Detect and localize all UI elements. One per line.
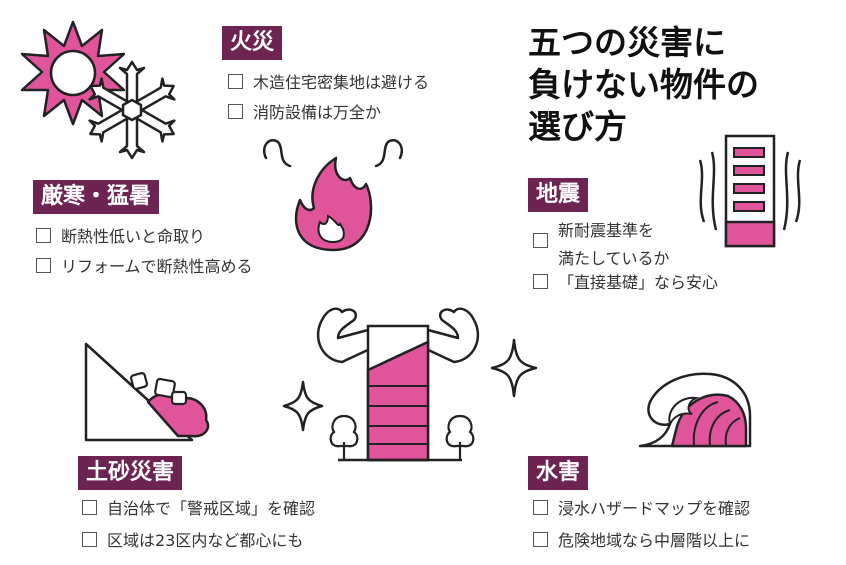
checkbox-icon	[533, 274, 548, 289]
sun-icon	[20, 20, 126, 126]
snowflake-icon	[88, 60, 176, 160]
climate-heading: 厳寒・猛暑	[33, 180, 160, 214]
sparkle-icon	[490, 338, 538, 398]
checkbox-icon	[36, 228, 51, 243]
quake-heading: 地震	[528, 178, 589, 212]
title-line-3: 選び方	[528, 107, 627, 146]
climate-check-2-label: リフォームで断熱性高める	[61, 257, 253, 276]
landslide-check-1-label: 自治体で「警戒区域」を確認	[107, 499, 316, 518]
checkbox-icon	[228, 104, 243, 119]
flood-check-1-label: 浸水ハザードマップを確認	[558, 499, 751, 518]
quake-check-2: 「直接基礎」なら安心	[533, 272, 718, 294]
title-line-2: 負けない物件の	[528, 65, 759, 104]
fire-heading: 火災	[222, 26, 283, 60]
climate-check-2: リフォームで断熱性高める	[36, 256, 253, 278]
quake-check-1-label-2: 満たしているか	[558, 249, 670, 268]
flood-check-1: 浸水ハザードマップを確認	[533, 498, 750, 520]
landslide-heading: 土砂災害	[78, 456, 183, 490]
landslide-icon	[84, 342, 210, 442]
fire-check-2: 消防設備は万全か	[228, 102, 381, 124]
landslide-check-1: 自治体で「警戒区域」を確認	[82, 498, 315, 520]
checkbox-icon	[82, 500, 97, 515]
wave-icon	[638, 372, 752, 448]
fire-check-1-label: 木造住宅密集地は避ける	[253, 73, 430, 92]
flood-heading: 水害	[528, 456, 589, 490]
shaking-building-icon	[698, 134, 802, 248]
checkbox-icon	[36, 258, 51, 273]
fire-check-2-label: 消防設備は万全か	[253, 103, 382, 122]
quake-check-1: 新耐震基準を満たしているか	[533, 220, 670, 270]
climate-check-1: 断熱性低いと命取り	[36, 226, 205, 248]
quake-check-2-label: 「直接基礎」なら安心	[558, 273, 719, 292]
title-line-1: 五つの災害に	[528, 23, 726, 62]
landslide-check-2: 区域は23区内など都心にも	[82, 530, 303, 552]
flame-icon	[262, 139, 404, 252]
checkbox-icon	[533, 532, 548, 547]
climate-check-1-label: 断熱性低いと命取り	[61, 227, 206, 246]
checkbox-icon	[533, 500, 548, 515]
checkbox-icon	[82, 532, 97, 547]
flood-check-2-label: 危険地域なら中層階以上に	[558, 531, 751, 550]
quake-check-1-label-1: 新耐震基準を	[558, 221, 655, 240]
landslide-check-2-label: 区域は23区内など都心にも	[107, 531, 304, 550]
strong-building-icon	[316, 307, 480, 462]
tree-icon	[445, 414, 475, 460]
checkbox-icon	[533, 233, 548, 248]
tree-icon	[329, 414, 359, 460]
checkbox-icon	[228, 74, 243, 89]
sparkle-icon	[282, 380, 324, 432]
flood-check-2: 危険地域なら中層階以上に	[533, 530, 750, 552]
page-title: 五つの災害に 負けない物件の 選び方	[528, 22, 828, 148]
fire-check-1: 木造住宅密集地は避ける	[228, 72, 429, 94]
